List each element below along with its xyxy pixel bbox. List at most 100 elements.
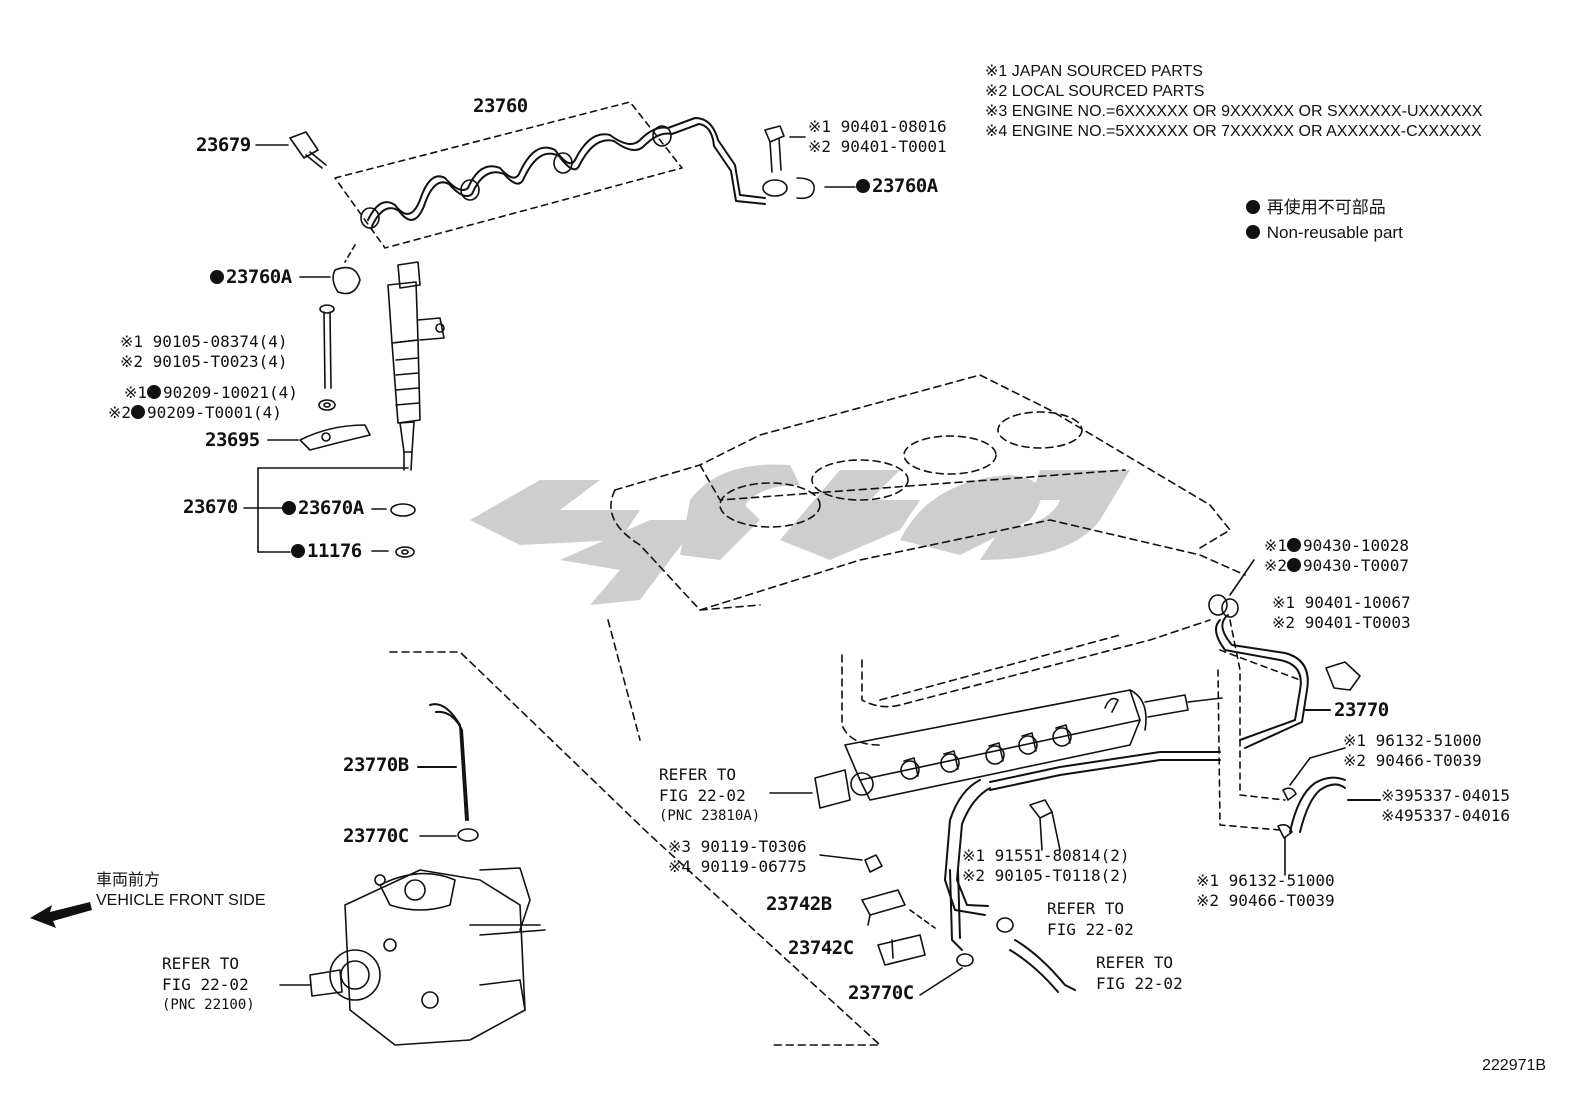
bolt-90401-rail-labels: ※1 90401-10067 ※2 90401-T0003 (1272, 593, 1411, 633)
label-prefix: ※1 (124, 383, 148, 402)
refer-low-line2: FIG 22-02 (1096, 974, 1183, 993)
note-3: ※3 ENGINE NO.=6XXXXXX OR 9XXXXXX OR SXXX… (985, 103, 1483, 120)
part-23770C-bottom: 23770C (848, 982, 914, 1004)
bracket-23742C (877, 909, 936, 966)
label-23670A: 23670A (298, 497, 364, 519)
engine-head-outline (607, 374, 1246, 746)
label-prefix: ※1 (1264, 536, 1288, 555)
banjo-bolt-90401 (764, 125, 806, 173)
screw-90119-labels: ※3 90119-T0306 ※4 90119-06775 (668, 837, 807, 877)
fitting-23679 (255, 131, 327, 169)
non-reusable-dot-icon (147, 385, 162, 399)
washer-90209 (318, 399, 336, 411)
refer-mid-line2: FIG 22-02 (1047, 920, 1134, 939)
non-reusable-dot-icon (210, 270, 224, 284)
clip-96132-lower-labels: ※1 96132-51000 ※2 90466-T0039 (1196, 871, 1335, 911)
refer-mid-line1: REFER TO (1047, 899, 1125, 918)
refer-pump-line1: REFER TO (162, 954, 240, 973)
label-prefix: ※2 (1264, 556, 1288, 575)
dashed-return-lines (1217, 619, 1301, 831)
hose-95337-labels: ※395337-04015 ※495337-04016 (1381, 786, 1510, 826)
vehicle-front-jp: 車両前方 (96, 872, 161, 889)
label-90466-T0039-lower: ※2 90466-T0039 (1196, 891, 1335, 910)
clip-23770C-left (419, 828, 479, 842)
part-11176: 11176 (291, 541, 362, 561)
gasket-90430-label-2: ※2 90430-T0007 (1264, 556, 1409, 576)
part-23760A-top: 23760A (856, 176, 938, 196)
non-reusable-dot-icon (1287, 538, 1302, 552)
common-rail (769, 689, 1223, 809)
bolt-90401-rail (1325, 661, 1361, 691)
hose-23770B (417, 703, 469, 821)
hose-lower (1009, 939, 1076, 993)
non-reusable-dot-icon (1287, 558, 1302, 572)
label-90430-T0007: 90430-T0007 (1303, 556, 1410, 575)
bolt-90105 (319, 304, 335, 389)
screw-90119 (819, 854, 883, 873)
non-reusable-dot-icon (856, 179, 870, 193)
refer-pump-line3: (PNC 22100) (162, 997, 255, 1013)
label-90209-T0001: 90209-T0001(4) (147, 403, 282, 422)
label-90401-10067: ※1 90401-10067 (1272, 593, 1411, 612)
injector-bracket-lines (243, 467, 409, 553)
refer-rail-line1: REFER TO (659, 765, 737, 784)
gasket-23760A-left (299, 244, 361, 295)
label-90105-08374: ※1 90105-08374(4) (120, 332, 288, 351)
part-23760: 23760 (473, 95, 528, 117)
clip-96132-upper-labels: ※1 96132-51000 ※2 90466-T0039 (1343, 731, 1482, 771)
non-reusable-dot-icon (282, 501, 296, 515)
label-95337-04016: ※495337-04016 (1381, 806, 1510, 825)
label-23760A-top: 23760A (872, 175, 938, 197)
label-90105-T0118: ※2 90105-T0118(2) (962, 866, 1130, 885)
refer-rail-line3: (PNC 23810A) (659, 808, 761, 824)
figure-id: 222971B (1482, 1057, 1547, 1074)
label-90401-T0003: ※2 90401-T0003 (1272, 613, 1411, 632)
vehicle-front-en: VEHICLE FRONT SIDE (96, 892, 266, 909)
note-2: ※2 LOCAL SOURCED PARTS (985, 83, 1205, 100)
label-91551-80814: ※1 91551-80814(2) (962, 846, 1130, 865)
washer-90209-label-2: ※2 90209-T0001(4) (108, 403, 282, 423)
injection-pipe-23760 (334, 101, 766, 249)
part-23742B: 23742B (766, 893, 832, 915)
refer-low: REFER TO FIG 22-02 (1096, 952, 1183, 994)
label-96132-51000: ※1 96132-51000 (1343, 731, 1482, 750)
non-reusable-dot-icon (291, 544, 305, 558)
part-23670A: 23670A (282, 498, 364, 518)
clip-96132-lower (1277, 824, 1293, 876)
legend-japanese: 再使用不可部品 (1246, 198, 1386, 218)
gasket-23760A-top (762, 177, 856, 200)
gasket-90430 (1208, 559, 1255, 618)
clip-96132-upper (1282, 747, 1346, 801)
refer-low-line1: REFER TO (1096, 953, 1174, 972)
label-90209-10021: 90209-10021(4) (163, 383, 298, 402)
non-reusable-dot-icon (1246, 200, 1260, 214)
watermark-logo (470, 464, 1130, 605)
part-23670: 23670 (183, 496, 238, 518)
clamp-23695 (267, 424, 371, 451)
fuel-pipe-23770 (944, 614, 1331, 951)
non-reusable-dot-icon (131, 405, 146, 419)
vehicle-front-arrow-icon (30, 902, 92, 928)
label-90119-06775: ※4 90119-06775 (668, 857, 807, 876)
injector-23670 (387, 261, 445, 471)
washer-11176 (395, 546, 415, 558)
notes-block: ※1 JAPAN SOURCED PARTS ※2 LOCAL SOURCED … (985, 62, 1483, 142)
clip-right-mid (996, 917, 1014, 933)
part-23760A-left: 23760A (210, 267, 292, 287)
hose-95337 (1289, 776, 1381, 833)
label-prefix: ※2 (108, 403, 132, 422)
label-96132-51000-lower: ※1 96132-51000 (1196, 871, 1335, 890)
bolt-91551 (1029, 799, 1061, 851)
part-23742C: 23742C (788, 937, 854, 959)
vehicle-front-side: 車両前方 VEHICLE FRONT SIDE (96, 871, 266, 911)
o-ring-23670A (390, 503, 416, 517)
washer-90209-label-1: ※1 90209-10021(4) (124, 383, 298, 403)
supply-pump (279, 867, 546, 1046)
legend-english-text: Non-reusable part (1266, 223, 1403, 242)
clip-23770C-bottom (919, 953, 974, 996)
label-90401-T0001: ※2 90401-T0001 (808, 137, 947, 156)
note-4: ※4 ENGINE NO.=5XXXXXX OR 7XXXXXX OR AXXX… (985, 123, 1482, 140)
bolt-91551-labels: ※1 91551-80814(2) ※2 90105-T0118(2) (962, 846, 1130, 886)
